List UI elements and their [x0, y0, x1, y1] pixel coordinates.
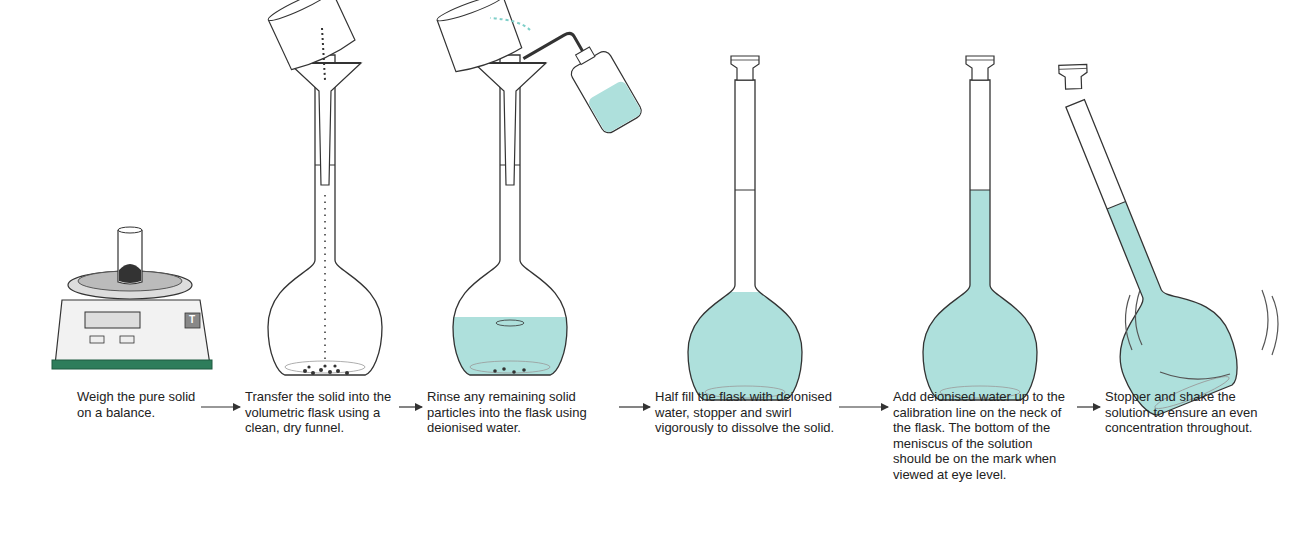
volumetric-flask: [685, 56, 805, 412]
volumetric-flask: [1004, 42, 1254, 431]
step-arrow: [201, 406, 240, 407]
step-caption: Rinse any remaining solid particles into…: [427, 389, 615, 436]
pouring-beaker: [435, 0, 522, 75]
button-label: T: [189, 314, 195, 326]
step-caption: Half fill the flask with deionised water…: [655, 389, 835, 436]
caption-text: Half fill the flask with deionised water…: [655, 389, 835, 436]
pouring-beaker: [266, 0, 356, 73]
caption-text: Transfer the solid into the volumetric f…: [245, 389, 395, 436]
step-caption: Weigh the pure solid on a balance.: [77, 389, 197, 420]
step-caption: Transfer the solid into the volumetric f…: [245, 389, 395, 436]
caption-text: Weigh the pure solid on a balance.: [77, 389, 197, 420]
step-caption: Stopper and shake the solution to ensure…: [1105, 389, 1270, 436]
flask-with-funnel: [450, 55, 570, 387]
balance: [52, 227, 212, 369]
flask-with-funnel: [268, 55, 382, 375]
step-arrow: [399, 406, 422, 407]
step-arrow: [1077, 406, 1100, 407]
caption-text: Add deionised water up to the calibratio…: [893, 389, 1073, 482]
step-caption: Add deionised water up to the calibratio…: [893, 389, 1073, 482]
caption-text: Stopper and shake the solution to ensure…: [1105, 389, 1270, 436]
wash-bottle: [523, 20, 644, 152]
caption-text: Rinse any remaining solid particles into…: [427, 389, 615, 436]
volumetric-flask: [920, 56, 1040, 410]
shake-lines: [1125, 290, 1278, 379]
step-arrow: [619, 406, 650, 407]
step-arrow: [839, 406, 888, 407]
